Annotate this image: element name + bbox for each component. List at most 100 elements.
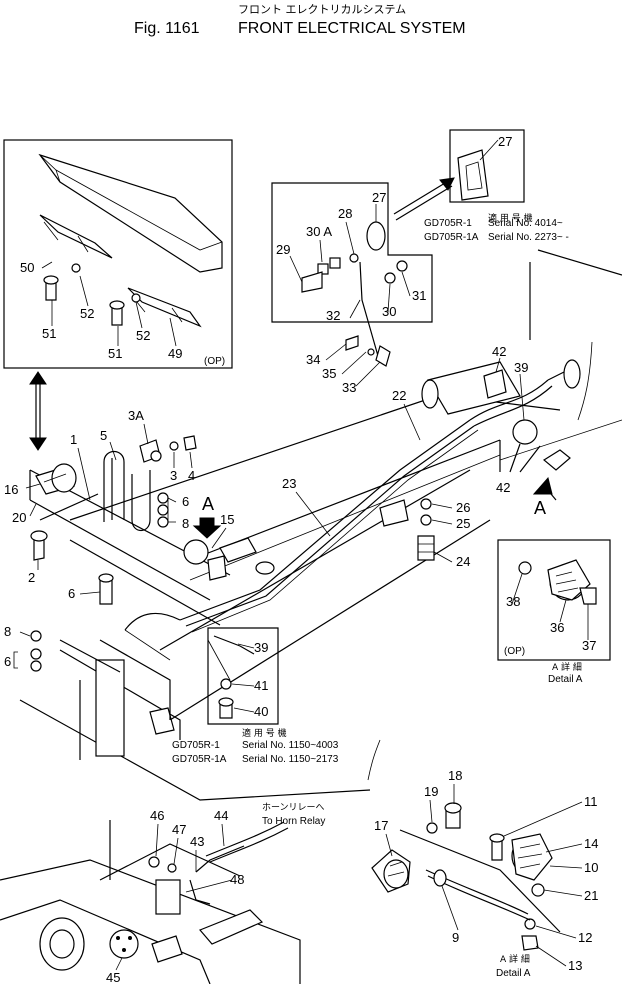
part-label-26: 26	[456, 500, 470, 515]
part-label-51b: 51	[108, 346, 122, 361]
part-label-39b: 39	[254, 640, 268, 655]
part-label-22: 22	[392, 388, 406, 403]
inset-variant-middle: 39 41 40 適 用 号 機 GD705R-1 Serial No. 115…	[172, 627, 339, 765]
part-label-45: 45	[106, 970, 120, 984]
part-label-42a: 42	[492, 344, 506, 359]
part-label-23: 23	[282, 476, 296, 491]
part-label-29: 29	[276, 242, 290, 257]
arrow-label-a2: A	[534, 498, 546, 518]
leader-lines	[19, 139, 589, 971]
left-lamp-assembly: 16 20 1 2	[4, 432, 99, 585]
part-label-16: 16	[4, 482, 18, 497]
part-label-34: 34	[306, 352, 320, 367]
part-label-10: 10	[584, 860, 598, 875]
part-label-20: 20	[12, 510, 26, 525]
detail-a-small-label: Detail A	[548, 674, 583, 685]
part-label-17: 17	[374, 818, 388, 833]
part-label-14: 14	[584, 836, 598, 851]
serial-top-model-2: GD705R-1A	[424, 232, 479, 243]
part-label-48: 48	[230, 872, 244, 887]
part-label-8a: 8	[4, 624, 11, 639]
inset-op-note: (OP)	[204, 356, 225, 367]
part-label-47: 47	[172, 822, 186, 837]
part-label-21: 21	[584, 888, 598, 903]
fig-label: Fig. 1161	[134, 20, 200, 37]
part-label-6a: 6	[68, 586, 75, 601]
detail-a-bottom-jp: A 詳 細	[500, 953, 530, 965]
part-label-40: 40	[254, 704, 268, 719]
part-label-52a: 52	[80, 306, 94, 321]
right-lamp-assembly: 42 39 42 A	[483, 344, 581, 518]
part-label-52b: 52	[136, 328, 150, 343]
part-label-39a: 39	[514, 360, 528, 375]
arrow-label-a1: A	[202, 494, 214, 514]
serial-mid-jp: 適 用 号 機	[242, 727, 287, 739]
part-label-4: 4	[188, 468, 195, 483]
part-label-11: 11	[584, 794, 598, 809]
part-label-15: 15	[220, 512, 234, 527]
part-label-35: 35	[322, 366, 336, 381]
part-label-9: 9	[452, 930, 459, 945]
part-label-51a: 51	[42, 326, 56, 341]
serial-mid-model-2: GD705R-1A	[172, 754, 227, 765]
part-label-37: 37	[582, 638, 596, 653]
part-label-8b: 8	[182, 516, 189, 531]
japanese-title: フロント エレクトリカルシステム	[238, 3, 406, 16]
serial-mid-model-1: GD705R-1	[172, 740, 220, 751]
inset-detail-a-bottom: 18 19 17 11 14 10 21 12 13 9 A 詳 細 Detai…	[367, 739, 598, 979]
part-label-30: 30	[382, 304, 396, 319]
page-title: FRONT ELECTRICAL SYSTEM	[238, 20, 466, 37]
part-label-41: 41	[254, 678, 268, 693]
part-label-24: 24	[456, 554, 470, 569]
horn-area: 46 47 43 44 48 45 ホーンリレーへ To Horn Relay	[0, 802, 325, 984]
part-label-33: 33	[342, 380, 356, 395]
part-label-31: 31	[412, 288, 426, 303]
part-label-49: 49	[168, 346, 182, 361]
part-label-44: 44	[214, 808, 228, 823]
serial-top-serial-2: Serial No. 2273~ -	[488, 232, 569, 243]
inset-light-bracket: 27 28 30 A 29 31 30 32 34 35 33	[271, 182, 433, 395]
detail-a-small-jp: A 詳 細	[552, 661, 582, 673]
double-arrow-icon	[29, 371, 47, 451]
inset-variant-top: 27 適 用 号 機 GD705R-1 Serial No. 4014~ GD7…	[393, 129, 569, 243]
serial-mid-serial-1: Serial No. 1150~4003	[242, 740, 339, 751]
left-small-parts: 6 8 6	[4, 573, 114, 672]
inset-cover-brackets: 50 52 51 52 51 49 (OP)	[3, 139, 233, 369]
part-label-36: 36	[550, 620, 564, 635]
serial-mid-serial-2: Serial No. 1150~2173	[242, 754, 339, 765]
part-label-25: 25	[456, 516, 470, 531]
part-label-32: 32	[326, 308, 340, 323]
part-label-18: 18	[448, 768, 462, 783]
inset-detail-a-small: 38 36 37 (OP) A 詳 細 Detail A	[497, 539, 611, 685]
part-label-27a: 27	[498, 134, 512, 149]
serial-top-serial-1: Serial No. 4014~	[488, 218, 563, 229]
bolt-stack: 26 25 24	[379, 498, 470, 569]
part-label-27b: 27	[372, 190, 386, 205]
part-label-13: 13	[568, 958, 582, 973]
detail-a-bottom-label: Detail A	[496, 968, 531, 979]
wire-harness	[124, 341, 593, 681]
horn-relay-jp: ホーンリレーへ	[262, 802, 325, 813]
part-label-3a: 3A	[128, 408, 144, 423]
part-label-2: 2	[28, 570, 35, 585]
part-label-5: 5	[100, 428, 107, 443]
part-label-28: 28	[338, 206, 352, 221]
part-label-50: 50	[20, 260, 34, 275]
part-label-46: 46	[150, 808, 164, 823]
part-label-6c: 6	[4, 654, 11, 669]
part-label-43: 43	[190, 834, 204, 849]
ubolt-assembly: 5 3A 3 4 6 8 A 15	[100, 408, 275, 581]
serial-top-jp: 適 用 号 機	[488, 212, 533, 224]
detail-a-small-op: (OP)	[504, 646, 525, 657]
part-label-6b: 6	[182, 494, 189, 509]
part-label-42b: 42	[496, 480, 510, 495]
serial-top-model-1: GD705R-1	[424, 218, 472, 229]
part-label-1: 1	[70, 432, 77, 447]
part-label-30a: 30 A	[306, 224, 332, 239]
part-label-3: 3	[170, 468, 177, 483]
part-label-19: 19	[424, 784, 438, 799]
horn-relay-label: To Horn Relay	[262, 816, 325, 827]
part-label-12: 12	[578, 930, 592, 945]
